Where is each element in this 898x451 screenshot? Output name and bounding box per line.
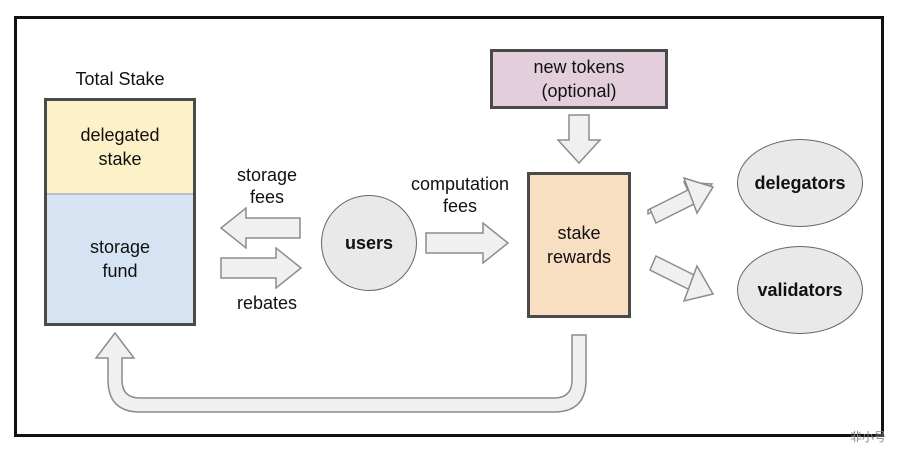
total-stake-stack: delegated stake storage fund <box>44 98 196 326</box>
total-stake-title: Total Stake <box>75 69 165 89</box>
storage-fees-arrow <box>219 206 301 250</box>
delegators-arrow-head <box>682 176 715 215</box>
computation-fees-arrow <box>425 221 510 265</box>
return-arrow <box>94 331 587 413</box>
validators-arrow-head <box>682 264 715 303</box>
validators-arrow-body <box>649 254 697 292</box>
delegated-stake-block: delegated stake <box>47 101 193 195</box>
delegators-arrow-body <box>649 187 697 225</box>
rebates-label: rebates <box>236 293 298 313</box>
new-tokens-arrow <box>556 114 602 165</box>
rebates-arrow <box>220 246 303 290</box>
stake-rewards-box: stake rewards <box>527 172 631 318</box>
computation-fees-label: computation fees <box>410 174 510 216</box>
new-tokens-box: new tokens (optional) <box>490 49 668 109</box>
delegators-node: delegators <box>737 139 863 227</box>
storage-fees-label: storage fees <box>236 165 298 207</box>
users-node: users <box>321 195 417 291</box>
watermark-text: 非小号 <box>849 430 886 444</box>
validators-node: validators <box>737 246 863 334</box>
storage-fund-block: storage fund <box>47 195 193 323</box>
